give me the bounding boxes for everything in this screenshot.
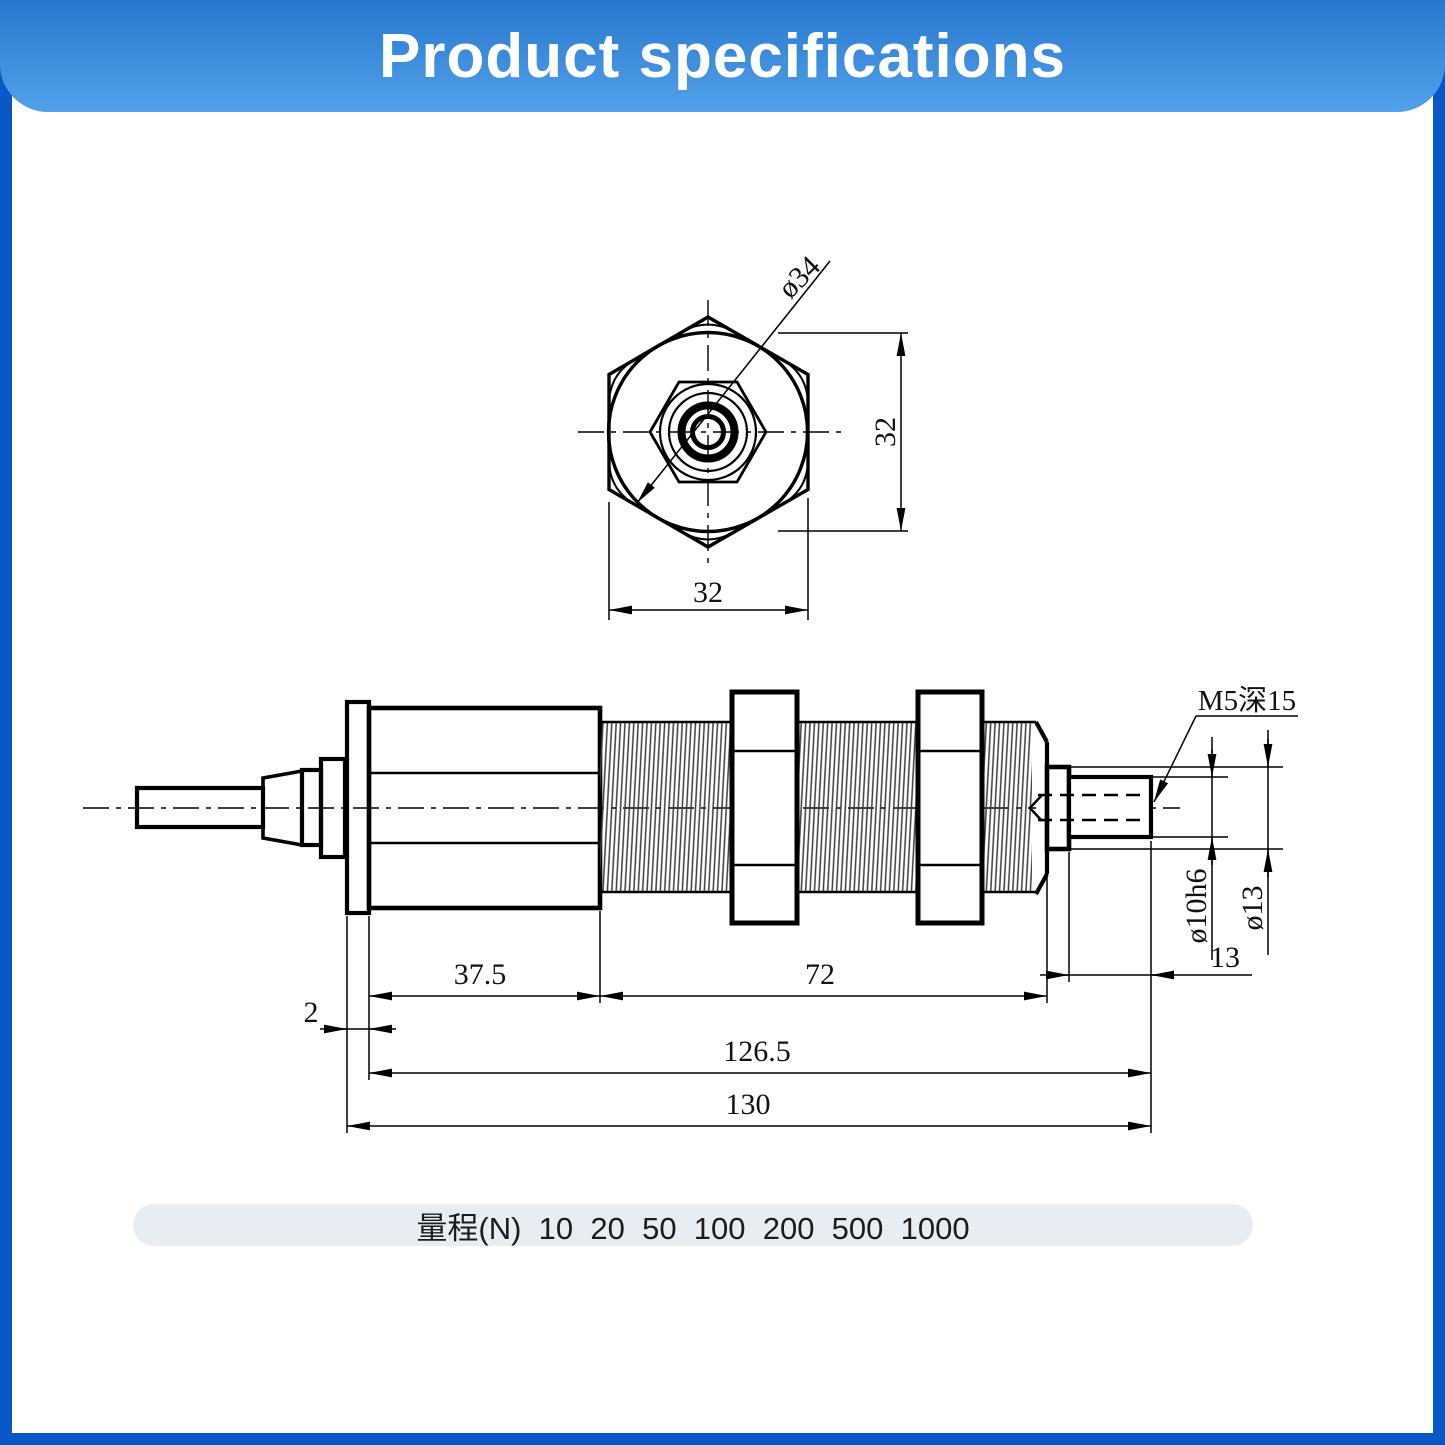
dim-label-thread-len: 72 (805, 958, 835, 991)
range-bar: 量程(N) 10 20 50 100 200 500 1000 (133, 1204, 1253, 1246)
dim-label-thread-hole: M5深15 (1198, 685, 1296, 717)
diameter-leader-line (636, 260, 831, 504)
center-hole (690, 414, 726, 450)
dim-label-width32: 32 (693, 576, 723, 609)
hex-chamfer-arcs (608, 323, 809, 541)
drill-point-mark (1028, 794, 1043, 822)
side-view-drawing: M5深15 ø13 ø10h6 13 (83, 685, 1298, 1133)
output-shaft (1066, 774, 1154, 840)
dim-label-diameter34: ø34 (772, 250, 827, 305)
range-bar-text: 量程(N) 10 20 50 100 200 500 1000 (416, 1210, 970, 1246)
dim-label-height32: 32 (869, 417, 902, 447)
dim-label-shaft-dia: ø10h6 (1180, 869, 1213, 944)
collar (1044, 764, 1072, 852)
dim-label-flange: 2 (304, 996, 319, 1029)
top-view-drawing: ø34 32 32 (578, 250, 908, 620)
lock-nut-2 (915, 689, 985, 926)
body-circle (606, 330, 810, 534)
header-banner: Product specifications (0, 0, 1445, 112)
leader-line (1153, 715, 1197, 803)
dim-label-shaft-len: 13 (1210, 941, 1240, 974)
dim-label-len-no-flange: 126.5 (723, 1035, 791, 1068)
cable (134, 785, 266, 830)
dim-label-body-len: 37.5 (454, 958, 507, 991)
inner-hex-outline (648, 380, 768, 484)
seal-ring (677, 401, 739, 463)
hex-nut-outline (607, 315, 810, 549)
dim-label-collar-dia: ø13 (1236, 886, 1269, 931)
inner-circle-mid (667, 391, 749, 473)
lock-nut-1 (729, 689, 800, 926)
inner-circle-large (658, 382, 758, 482)
dim-label-total-len: 130 (726, 1088, 771, 1121)
threaded-section (600, 720, 1036, 894)
page-title: Product specifications (379, 21, 1066, 91)
